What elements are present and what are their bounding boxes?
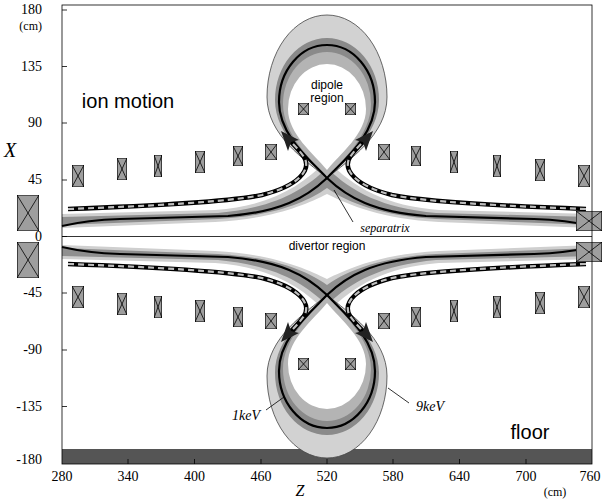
dipole-coil	[345, 103, 356, 115]
tick-label: -135	[16, 399, 42, 414]
region-label: dipole region	[303, 79, 351, 105]
field-coil	[378, 144, 390, 160]
leader-line	[388, 388, 409, 403]
tick-label: 0	[35, 229, 42, 244]
ion-path	[68, 141, 306, 209]
field-coil	[233, 146, 243, 166]
plasma-band	[327, 168, 592, 225]
field-coil	[493, 155, 501, 177]
tick-label: 400	[184, 469, 205, 484]
field-coil	[154, 155, 162, 177]
lower-half	[17, 242, 602, 458]
ion-arrowhead	[355, 131, 373, 151]
tick-label: 580	[383, 469, 404, 484]
leader-line	[266, 397, 284, 410]
plasma-band	[327, 160, 592, 228]
tick-label: 520	[317, 469, 338, 484]
callout-label: 9keV	[416, 399, 444, 414]
axis-title: X	[4, 139, 16, 161]
field-coil	[117, 158, 127, 180]
tick-label: 135	[21, 59, 42, 74]
region-label: divertor region	[287, 240, 368, 253]
tick-label: 180	[21, 2, 42, 17]
dipole-lobe	[283, 52, 371, 178]
tick-label: 460	[251, 469, 272, 484]
tick-label: 280	[52, 469, 73, 484]
dipole-coil	[298, 103, 309, 115]
tick-marks	[62, 10, 526, 464]
tick-label: 45	[28, 172, 42, 187]
ion-arrowhead	[281, 131, 299, 151]
field-coil	[195, 151, 205, 173]
annotation: ion motion	[82, 90, 174, 112]
tick-label: 340	[118, 469, 139, 484]
field-coil	[411, 146, 421, 166]
unit-label: (cm)	[544, 486, 567, 499]
tick-label: -180	[16, 452, 42, 467]
field-coil	[72, 165, 84, 187]
ion-path	[68, 141, 306, 209]
leader-line	[334, 190, 353, 222]
tick-label: -90	[23, 342, 42, 357]
tick-label: 640	[449, 469, 470, 484]
dipole-lobe	[275, 38, 379, 178]
upper-half	[17, 15, 602, 231]
tick-label: 700	[516, 469, 537, 484]
plasma-band	[62, 160, 327, 228]
field-coil	[450, 151, 458, 173]
field-coil	[578, 165, 590, 187]
tick-label: 760	[580, 469, 601, 484]
axis-title: Z	[296, 482, 305, 500]
field-coil	[576, 211, 602, 231]
callout-label: separatrix	[358, 222, 411, 235]
axis-line	[62, 236, 592, 237]
dipole-lobe	[267, 15, 387, 178]
field-coil	[535, 159, 545, 181]
plasma-band	[62, 168, 327, 225]
ion-path	[348, 141, 586, 209]
field-coil	[17, 195, 39, 231]
ion-path	[348, 141, 586, 209]
frame	[62, 5, 592, 464]
callout-label: 1keV	[232, 408, 260, 423]
separatrix-line	[279, 45, 375, 178]
unit-label: (cm)	[19, 20, 42, 33]
field-coil	[265, 144, 277, 160]
annotation: floor	[511, 421, 550, 443]
tick-label: 90	[28, 115, 42, 130]
tick-label: -45	[23, 285, 42, 300]
